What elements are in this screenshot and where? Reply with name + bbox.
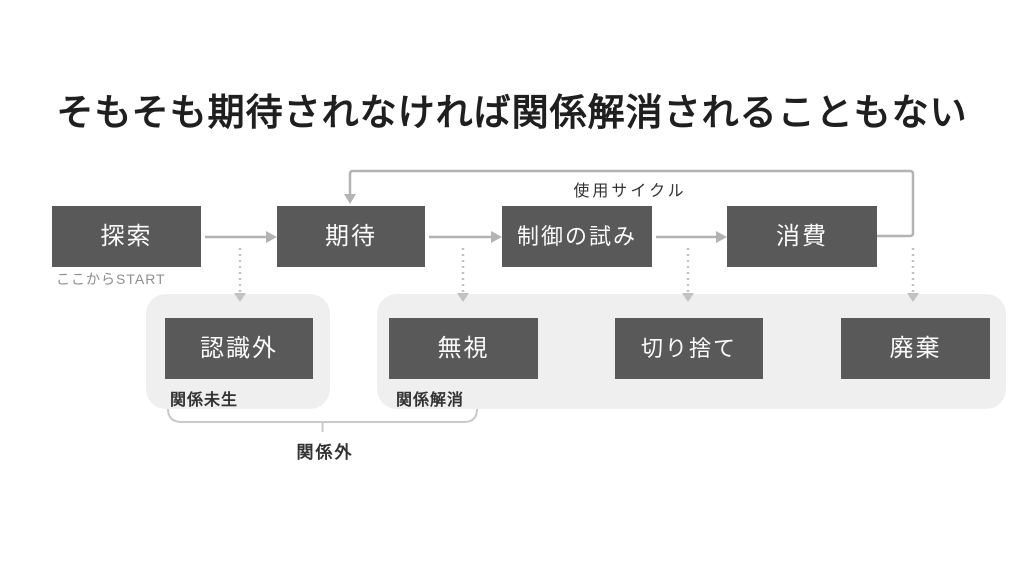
bracket-label: 関係外: [296, 443, 354, 462]
stage-box-consumption: 消費: [727, 206, 877, 267]
group-label-relation-dissolved: 関係解消: [396, 392, 465, 409]
exit-box-ignored: 無視: [389, 318, 538, 379]
exit-box-unrecognized: 認識外: [165, 318, 313, 379]
flow-arrowhead-2-icon: [491, 231, 502, 243]
cycle-label: 使用サイクル: [573, 183, 687, 200]
group-label-no-relation: 関係未生: [170, 392, 239, 409]
bracket: [167, 408, 478, 432]
stage-box-exploration: 探索: [52, 206, 201, 267]
stage-box-control-attempt: 制御の試み: [502, 206, 652, 267]
flow-arrowhead-3-icon: [716, 231, 727, 243]
start-note: ここからSTART: [56, 271, 166, 287]
stage-box-expectation: 期待: [277, 206, 425, 267]
cycle-arrowhead-icon: [344, 194, 356, 204]
page-title: そもそも期待されなければ関係解消されることもない: [56, 92, 968, 133]
exit-box-disposal: 廃棄: [841, 318, 990, 379]
flow-arrowhead-1-icon: [266, 231, 277, 243]
exit-box-cut-off: 切り捨て: [615, 318, 763, 379]
